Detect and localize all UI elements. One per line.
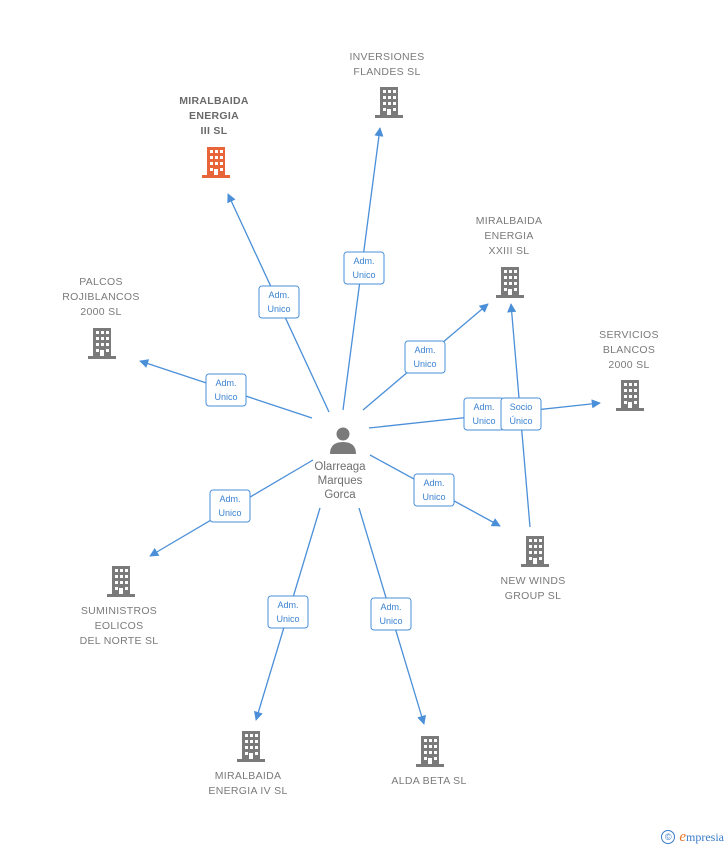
role-label: Unico: [379, 616, 402, 626]
company-name-line: ROJIBLANCOS: [62, 291, 139, 303]
copyright-icon: ©: [661, 830, 676, 844]
company-node-palcos-rojiblancos[interactable]: PALCOS ROJIBLANCOS 2000 SL: [62, 276, 139, 359]
building-icon: [521, 536, 549, 567]
role-badge[interactable]: Adm. Unico: [258, 285, 300, 319]
company-name-line: XXIII SL: [489, 245, 530, 257]
role-label: Unico: [276, 614, 299, 624]
role-label: Unico: [352, 270, 375, 280]
role-label: Unico: [422, 492, 445, 502]
role-label: Unico: [472, 416, 495, 426]
role-badge[interactable]: Adm. Unico: [343, 251, 385, 285]
role-label: Adm.: [215, 378, 236, 388]
company-node-miralbaida-energia-xxiii[interactable]: MIRALBAIDA ENERGIA XXIII SL: [476, 215, 543, 298]
building-icon: [237, 731, 265, 762]
person-name-line: Olarreaga: [314, 461, 366, 473]
building-icon: [202, 147, 230, 178]
role-badge[interactable]: Adm. Unico: [463, 397, 505, 431]
brand-logo-text: mpresia: [686, 830, 724, 844]
building-icon: [496, 267, 524, 298]
role-label: Adm.: [268, 290, 289, 300]
company-name-line: DEL NORTE SL: [80, 635, 159, 647]
role-badge[interactable]: Adm. Unico: [205, 373, 247, 407]
company-name-line: ENERGIA: [189, 110, 239, 122]
company-name-line: MIRALBAIDA: [215, 770, 282, 782]
role-label: Adm.: [219, 494, 240, 504]
building-icon: [107, 566, 135, 597]
company-name-line: MIRALBAIDA: [476, 215, 543, 227]
role-label: Unico: [214, 392, 237, 402]
role-label: Adm.: [473, 402, 494, 412]
building-icon: [416, 736, 444, 767]
building-icon: [88, 328, 116, 359]
company-node-miralbaida-energia-iv[interactable]: MIRALBAIDA ENERGIA IV SL: [208, 731, 287, 797]
building-icon: [375, 87, 403, 118]
company-name-line: ENERGIA: [484, 230, 533, 242]
company-node-suministros-eolicos[interactable]: SUMINISTROS EOLICOS DEL NORTE SL: [80, 566, 159, 647]
role-label: Socio: [510, 402, 533, 412]
role-label: Adm.: [423, 478, 444, 488]
company-name-line: PALCOS: [79, 276, 123, 288]
company-node-inversiones-flandes[interactable]: INVERSIONES FLANDES SL: [349, 51, 424, 118]
person-name-line: Marques: [318, 475, 363, 487]
company-node-miralbaida-energia-iii[interactable]: MIRALBAIDA ENERGIA III SL: [179, 95, 249, 178]
role-label: Unico: [413, 359, 436, 369]
role-badge[interactable]: Adm. Unico: [267, 595, 309, 629]
role-badges: Adm.UnicoAdm.UnicoAdm.UnicoAdm.UnicoAdm.…: [205, 251, 542, 631]
company-name-line: SUMINISTROS: [81, 605, 157, 617]
company-name-line: BLANCOS: [603, 344, 655, 356]
company-name-line: INVERSIONES: [349, 51, 424, 63]
building-icon: [616, 380, 644, 411]
role-badge[interactable]: Adm. Unico: [413, 473, 455, 507]
company-name-line: ALDA BETA SL: [391, 775, 466, 787]
role-badge[interactable]: Adm. Unico: [404, 340, 446, 374]
company-name-line: FLANDES SL: [353, 66, 420, 78]
role-label: Adm.: [414, 345, 435, 355]
role-label: Unico: [267, 304, 290, 314]
company-name-line: MIRALBAIDA: [179, 95, 249, 107]
company-node-servicios-blancos[interactable]: SERVICIOS BLANCOS 2000 SL: [599, 329, 659, 411]
role-badge[interactable]: Adm. Unico: [209, 489, 251, 523]
role-label: Único: [509, 416, 532, 426]
brand-logo-initial: e: [679, 829, 686, 845]
role-badge[interactable]: Adm. Unico: [370, 597, 412, 631]
person-icon: [330, 427, 356, 454]
person-name-line: Gorca: [324, 489, 356, 501]
role-label: Adm.: [277, 600, 298, 610]
company-name-line: 2000 SL: [80, 306, 121, 318]
company-name-line: III SL: [201, 125, 228, 137]
role-label: Adm.: [380, 602, 401, 612]
company-name-line: ENERGIA IV SL: [208, 785, 287, 797]
company-node-new-winds-group[interactable]: NEW WINDS GROUP SL: [500, 536, 565, 602]
role-label: Unico: [218, 508, 241, 518]
company-name-line: NEW WINDS: [500, 575, 565, 587]
company-name-line: 2000 SL: [608, 359, 649, 371]
watermark: ©empresia: [661, 829, 724, 846]
company-name-line: EOLICOS: [95, 620, 144, 632]
company-name-line: GROUP SL: [505, 590, 561, 602]
role-label: Adm.: [353, 256, 374, 266]
company-name-line: SERVICIOS: [599, 329, 659, 341]
company-node-alda-beta[interactable]: ALDA BETA SL: [391, 736, 466, 787]
